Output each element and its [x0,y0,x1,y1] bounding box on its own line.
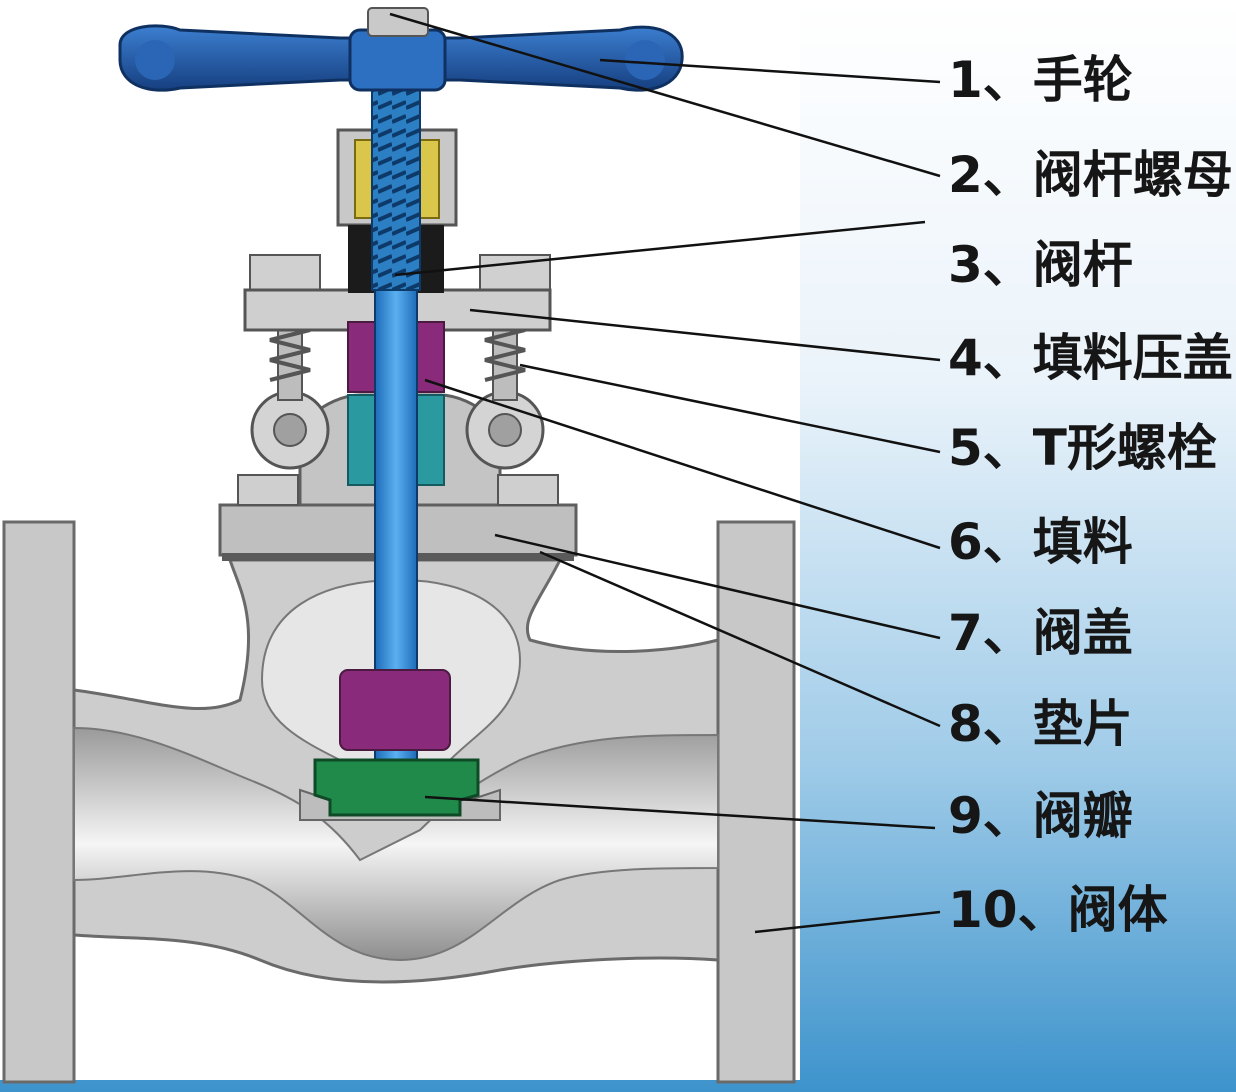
bolt-nut-right [497,474,559,506]
label-packing-gland: 4、填料压盖 [948,329,1233,387]
label-valve-body: 10、阀体 [948,881,1168,939]
label-packing: 6、填料 [948,513,1133,571]
disc-nut [339,669,451,751]
leader-line-3 [394,220,926,277]
label-handwheel: 1、手轮 [948,51,1133,109]
stem-top-nut [367,7,429,37]
left-flange [2,520,76,1084]
flow-passage [73,726,719,962]
handwheel-group [118,7,684,92]
right-flange [716,520,796,1084]
leader-line-4 [469,308,941,362]
leader-line-9 [424,795,936,830]
label-stem: 3、阀杆 [948,236,1133,294]
label-bonnet: 7、阀盖 [948,604,1133,662]
label-t-bolt: 5、T形螺栓 [948,419,1217,477]
leader-line-5 [519,363,941,454]
disc [313,758,480,817]
leader-line-1 [599,58,941,84]
label-gasket: 8、垫片 [948,695,1133,753]
leader-line-7 [494,533,941,640]
label-stem-nut: 2、阀杆螺母 [948,146,1233,204]
disc-group [313,669,480,817]
label-disc: 9、阀瓣 [948,787,1133,845]
leader-line-8 [539,550,941,728]
leader-line-2 [389,12,941,178]
bolt-nut-left [237,474,299,506]
leader-line-10 [754,910,941,934]
handwheel-hub [348,28,447,92]
leader-lines [389,12,941,934]
leader-line-6 [424,378,941,550]
stem-threaded [371,79,421,291]
